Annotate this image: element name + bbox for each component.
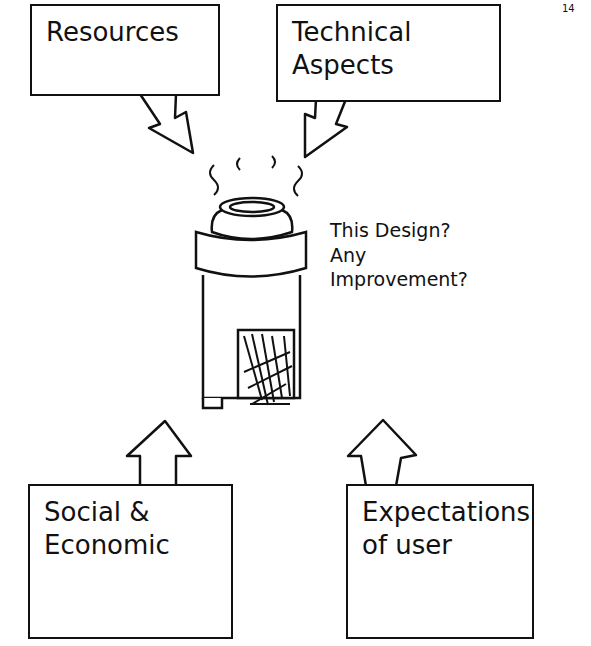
callout-box: Technical Aspects [276,4,501,102]
stove [196,198,306,408]
page-number: 14 [562,2,588,15]
callout-text: Expectations of user [362,496,518,561]
steam-lines [210,156,302,196]
callout-arrow [127,421,191,486]
question-note: This Design? Any Improvement? [330,218,480,292]
callout-box: Social & Economic [28,484,233,639]
callout-arrow [348,420,416,486]
firewood [244,334,292,405]
callout-box: Resources [30,4,220,96]
callout-text: Social & Economic [44,496,217,561]
callout-text: Resources [46,16,204,49]
callout-arrow [140,94,193,153]
callout-arrow [305,99,347,157]
callout-box: Expectations of user [346,484,534,639]
callout-text: Technical Aspects [292,16,485,81]
